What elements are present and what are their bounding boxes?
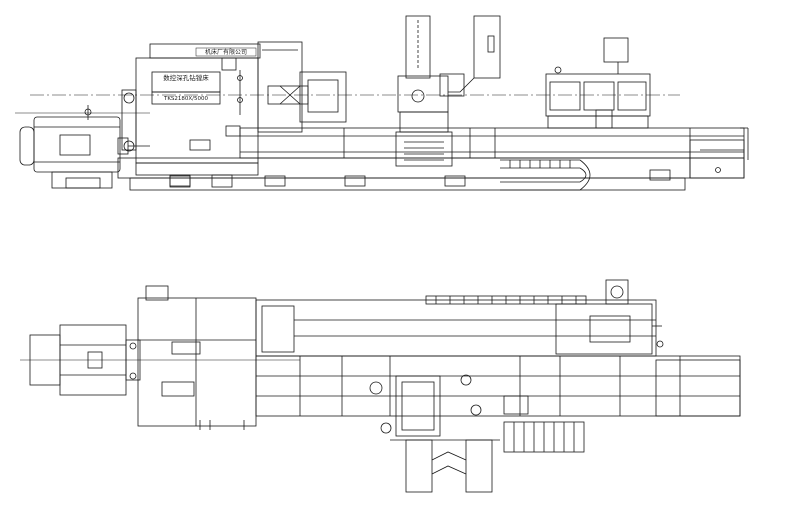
nameplate-model: TKS2180X/5000: [163, 96, 209, 102]
plan-extension: [655, 359, 741, 417]
nameplate-top: 机床厂有限公司: [205, 48, 247, 56]
drill-head: [545, 37, 651, 129]
plan-carriage: [369, 374, 585, 453]
plan-view: [20, 279, 741, 493]
bar-support: [439, 15, 501, 97]
nameplate-main: 数控深孔钻镗床: [163, 73, 209, 82]
plan-supports: [390, 439, 500, 493]
steady-rest: [395, 15, 453, 167]
machine-bed: [117, 127, 749, 191]
plan-drill-head: [555, 279, 664, 355]
headstock: [121, 43, 261, 188]
plan-motor: [29, 324, 141, 396]
main-motor: [19, 105, 150, 189]
plan-bed: [255, 295, 741, 417]
front-view: 机床厂有限公司 数控深孔钻镗床 TKS2180X/5000: [15, 15, 749, 191]
plan-headstock: [137, 285, 257, 430]
chuck: [257, 41, 347, 133]
cable-chain: [500, 159, 591, 191]
